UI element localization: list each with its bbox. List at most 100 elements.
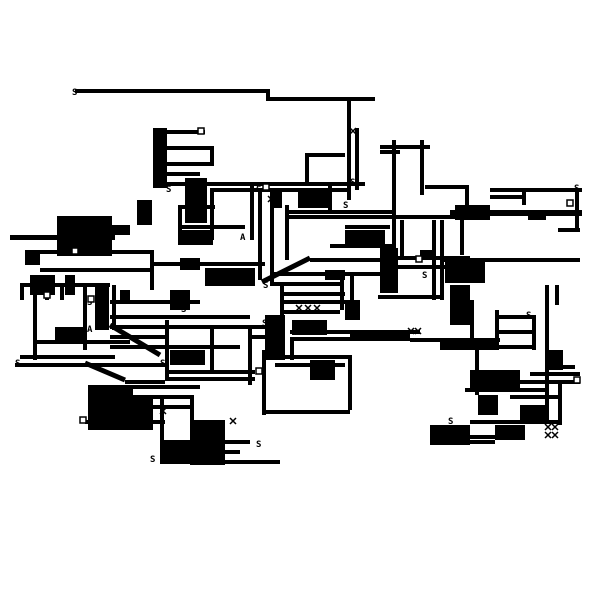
wall-segment — [250, 335, 270, 339]
s-marker: S — [150, 455, 155, 465]
s-marker: S — [72, 88, 77, 98]
wall-segment — [310, 258, 380, 262]
trap-marker — [304, 304, 312, 312]
wall-segment — [430, 440, 495, 444]
s-marker: S — [166, 185, 171, 195]
wall-block — [153, 128, 167, 188]
wall-segment — [340, 272, 344, 310]
wall-segment — [530, 372, 580, 376]
wall-block — [120, 290, 130, 300]
wall-segment — [112, 285, 116, 330]
wall-segment — [85, 420, 165, 424]
wall-segment — [280, 300, 345, 304]
wall-segment — [167, 172, 200, 176]
wall-segment — [285, 215, 480, 219]
wall-diagonal — [260, 255, 312, 285]
s-marker: S — [350, 178, 355, 188]
wall-block — [420, 250, 435, 260]
door-marker — [573, 376, 581, 384]
wall-block — [528, 210, 546, 220]
wall-segment — [510, 395, 560, 399]
wall-segment — [167, 130, 205, 134]
door-marker — [87, 295, 95, 303]
wall-segment — [330, 244, 395, 248]
wall-block — [170, 350, 205, 365]
wall-segment — [150, 405, 190, 409]
door-marker — [415, 255, 423, 263]
s-marker: S — [15, 359, 20, 369]
wall-layer — [10, 89, 582, 465]
wall-segment — [10, 235, 115, 240]
wall-segment — [110, 315, 250, 319]
s-marker: S — [263, 281, 268, 291]
a-marker: A — [87, 325, 93, 335]
wall-segment — [270, 272, 380, 276]
wall-block — [205, 268, 255, 286]
s-marker: S — [343, 201, 348, 211]
wall-segment — [497, 315, 535, 319]
wall-block — [178, 230, 213, 245]
wall-segment — [490, 188, 582, 192]
wall-segment — [490, 195, 522, 199]
wall-segment — [348, 355, 352, 410]
wall-segment — [355, 128, 359, 190]
door-marker — [197, 127, 205, 135]
wall-segment — [280, 310, 340, 314]
wall-segment — [150, 250, 154, 290]
wall-block — [112, 225, 130, 235]
s-marker: S — [422, 271, 427, 281]
s-marker: S — [181, 305, 186, 315]
wall-segment — [165, 377, 255, 381]
wall-segment — [380, 265, 470, 269]
wall-segment — [88, 385, 200, 389]
wall-segment — [305, 153, 345, 157]
wall-segment — [125, 380, 165, 384]
wall-block — [470, 370, 520, 392]
wall-segment — [350, 272, 354, 300]
wall-segment — [210, 190, 214, 240]
wall-block — [133, 395, 153, 430]
wall-block — [345, 230, 385, 245]
wall-block — [160, 440, 190, 462]
wall-segment — [420, 140, 424, 195]
wall-segment — [558, 380, 562, 425]
wall-segment — [210, 146, 214, 166]
wall-segment — [380, 150, 400, 154]
wall-segment — [40, 268, 150, 272]
wall-segment — [225, 440, 250, 444]
wall-segment — [83, 283, 87, 350]
door-marker — [43, 291, 51, 299]
wall-segment — [475, 350, 479, 395]
wall-segment — [545, 285, 549, 420]
wall-segment — [262, 350, 266, 415]
door-marker — [262, 183, 270, 191]
wall-segment — [160, 460, 280, 464]
wall-segment — [167, 162, 213, 166]
door-marker — [79, 416, 87, 424]
wall-segment — [248, 325, 252, 385]
wall-block — [25, 250, 40, 265]
wall-block — [445, 258, 485, 283]
wall-segment — [497, 345, 535, 349]
wall-block — [298, 188, 330, 208]
wall-block — [170, 290, 190, 310]
s-marker: S — [574, 184, 579, 194]
wall-segment — [268, 97, 375, 101]
wall-segment — [270, 282, 340, 286]
wall-block — [137, 200, 152, 225]
wall-block — [65, 275, 75, 295]
wall-segment — [210, 325, 270, 329]
wall-segment — [555, 285, 559, 305]
wall-segment — [450, 210, 582, 216]
wall-segment — [305, 153, 309, 185]
wall-segment — [165, 370, 255, 374]
wall-segment — [270, 355, 350, 359]
wall-segment — [470, 435, 500, 439]
wall-segment — [20, 355, 115, 359]
wall-segment — [110, 300, 200, 304]
wall-block — [310, 360, 335, 380]
wall-block — [180, 258, 200, 270]
trap-marker — [551, 423, 559, 431]
